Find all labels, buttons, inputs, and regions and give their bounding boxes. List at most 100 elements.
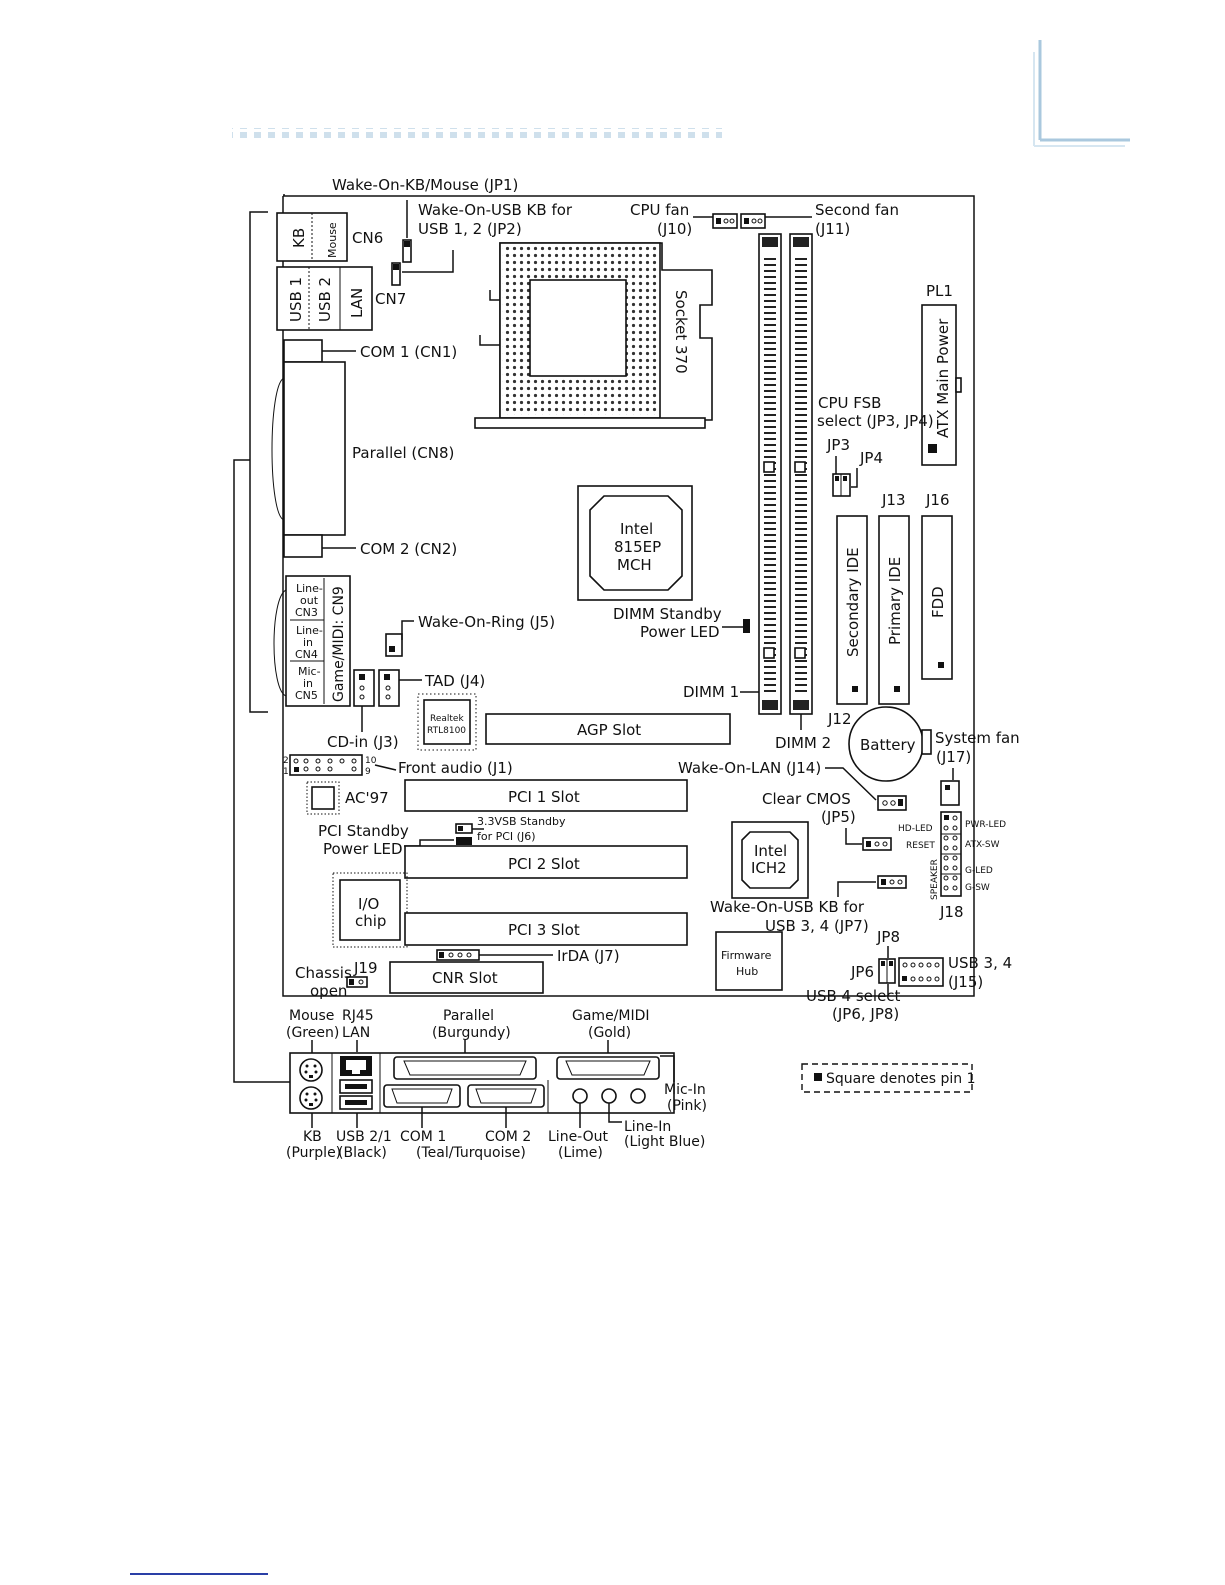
vsb-b: for PCI (J6) <box>477 830 536 843</box>
com1-label: COM 1 (CN1) <box>360 343 457 361</box>
cd-in-label: CD-in (J3) <box>327 733 399 751</box>
jp8-label: JP8 <box>876 928 900 946</box>
wake-usb12-label-b: USB 1, 2 (JP2) <box>418 220 522 238</box>
speaker-label: SPEAKER <box>930 859 940 900</box>
system-fan-connector <box>940 780 960 806</box>
pl1-label: PL1 <box>926 282 953 300</box>
com2-port <box>467 1084 545 1108</box>
pci1-label: PCI 1 Slot <box>508 788 580 806</box>
cpu-fan-connector <box>712 213 738 229</box>
fa-pin1: 1 <box>283 767 289 777</box>
dimm2-label: DIMM 2 <box>775 734 831 752</box>
jp1-jumper <box>402 239 412 263</box>
secondary-ide <box>836 515 868 705</box>
intel-ich2-chip <box>731 821 809 899</box>
fa-pin10: 10 <box>365 756 377 766</box>
p-rj45-b: LAN <box>342 1025 370 1041</box>
jp6-jp8-jumpers <box>878 958 896 984</box>
p-lineout-a: Line-Out <box>548 1129 609 1145</box>
jp2-jumper <box>391 262 401 286</box>
cn4-label: CN4 <box>295 648 318 661</box>
p-mouse-a: Mouse <box>289 1008 334 1024</box>
left-bracket <box>249 211 268 713</box>
fdd-label: FDD <box>929 586 947 618</box>
battery <box>848 706 932 782</box>
game-port <box>556 1056 660 1080</box>
j16-label: J16 <box>925 491 950 509</box>
audio-jacks <box>273 575 351 707</box>
firmware-b: Hub <box>736 965 758 978</box>
legend-box <box>801 1063 973 1093</box>
io-chip <box>332 872 408 948</box>
hd-led-label: HD-LED <box>898 824 933 834</box>
mch-label: MCH <box>617 556 652 574</box>
front-audio-header <box>289 754 363 776</box>
com1-port <box>383 1084 461 1108</box>
p-game-a: Game/MIDI <box>572 1008 650 1024</box>
chassis-a: Chassis <box>295 964 352 982</box>
p-com2: COM 2 <box>485 1129 531 1145</box>
p-mouse-b: (Green) <box>286 1025 339 1041</box>
com2-label: COM 2 (CN2) <box>360 540 457 558</box>
micin-b: in <box>303 677 313 690</box>
lan-label: LAN <box>348 288 366 318</box>
battery-label: Battery <box>860 736 916 754</box>
p-linein-b: (Light Blue) <box>624 1134 705 1150</box>
second-fan-connector <box>740 213 766 229</box>
cpu-fsb-b: select (JP3, JP4) <box>817 412 934 430</box>
p-kb-b: (Purple) <box>286 1145 341 1161</box>
p-kb-a: KB <box>303 1129 322 1145</box>
io-a: I/O <box>358 895 379 913</box>
rj45-port <box>340 1056 372 1076</box>
cnr-slot <box>389 961 544 994</box>
usb4-select-b: (JP6, JP8) <box>832 1005 899 1023</box>
chassis-open-jumper <box>346 976 368 988</box>
tad-label: TAD (J4) <box>424 672 485 690</box>
clear-cmos-b: (JP5) <box>821 808 856 826</box>
fa-pin2: 2 <box>283 756 289 766</box>
fdd-connector <box>921 515 953 680</box>
front-audio-label: Front audio (J1) <box>398 759 513 777</box>
system-fan-b: (J17) <box>936 748 971 766</box>
irda-label: IrDA (J7) <box>557 947 620 965</box>
kb-label: KB <box>290 228 308 248</box>
wake-ring-connector <box>385 633 403 657</box>
pci3-label: PCI 3 Slot <box>508 921 580 939</box>
mch-model: 815EP <box>614 538 661 556</box>
rear-panel-leader <box>233 459 290 1083</box>
j12-label: J12 <box>827 710 852 728</box>
chassis-b: open <box>310 982 347 1000</box>
pci-standby-a: PCI Standby <box>318 822 409 840</box>
clear-cmos-a: Clear CMOS <box>762 790 851 808</box>
parallel-label: Parallel (CN8) <box>352 444 454 462</box>
agp-slot <box>485 713 731 745</box>
parallel-port <box>393 1056 537 1080</box>
com1-connector <box>283 339 323 363</box>
legend-label: Square denotes pin 1 <box>826 1071 976 1087</box>
io-b: chip <box>355 912 386 930</box>
usb2-label: USB 2 <box>316 277 334 322</box>
second-fan-b: (J11) <box>815 220 850 238</box>
p-linein-a: Line-In <box>624 1119 671 1135</box>
cn3-label: CN3 <box>295 606 318 619</box>
agp-label: AGP Slot <box>577 721 641 739</box>
wake-ring-label: Wake-On-Ring (J5) <box>418 613 555 631</box>
pci2-label: PCI 2 Slot <box>508 855 580 873</box>
realtek-a: Realtek <box>430 714 464 724</box>
pci-standby-led <box>456 837 472 845</box>
p-game-b: (Gold) <box>588 1025 631 1041</box>
dimm2-slot <box>789 233 813 715</box>
game-midi-cn9-label: Game/MIDI: CN9 <box>331 586 347 702</box>
line-out-jack <box>572 1088 588 1104</box>
usb-lan-connector <box>276 266 373 331</box>
g-led-label: G-LED <box>965 866 993 876</box>
vsb-a: 3.3VSB Standby <box>477 815 566 828</box>
pci-standby-b: Power LED <box>323 840 403 858</box>
board-outline <box>282 195 975 997</box>
lineout-b: out <box>300 594 319 607</box>
usb4-select-a: USB 4 select <box>806 987 901 1005</box>
linein-a: Line- <box>296 624 323 637</box>
p-micin-b: (Pink) <box>667 1098 707 1114</box>
ps2-mouse-port <box>299 1058 323 1082</box>
p-parallel-a: Parallel <box>443 1008 494 1024</box>
